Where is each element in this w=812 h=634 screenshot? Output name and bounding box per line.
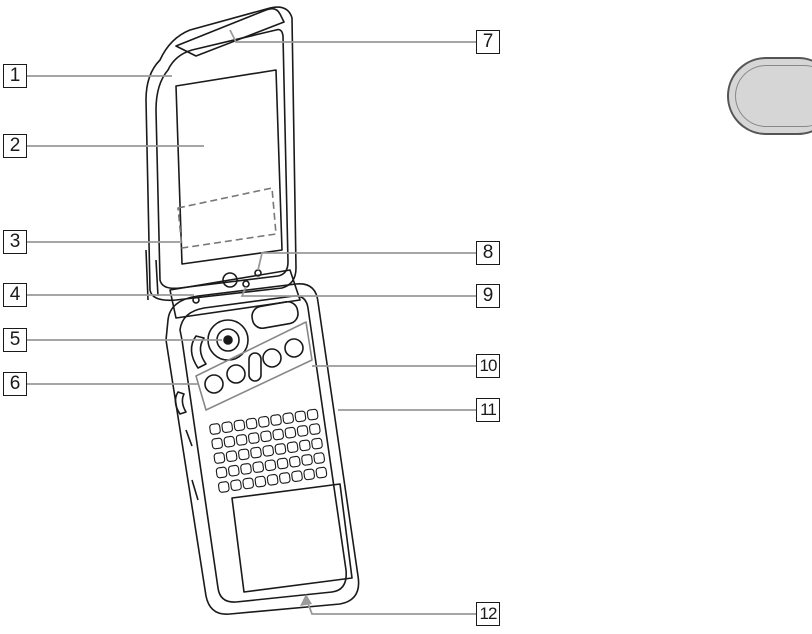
keyboard xyxy=(209,409,327,493)
keyboard-key xyxy=(248,432,259,443)
lcd-screen xyxy=(176,70,282,264)
speaker-grille xyxy=(250,300,299,330)
callout-3: 3 xyxy=(3,230,27,254)
keyboard-key xyxy=(307,409,318,420)
keyboard-key xyxy=(212,438,223,449)
keyboard-key xyxy=(224,436,235,447)
keyboard-key xyxy=(267,474,278,485)
keyboard-key xyxy=(275,443,286,454)
callout-9: 9 xyxy=(476,284,500,308)
callout-4: 4 xyxy=(3,283,27,307)
keyboard-key xyxy=(214,452,225,463)
func-button-1 xyxy=(205,375,223,393)
keyboard-key xyxy=(260,431,271,442)
keyboard-key xyxy=(209,423,220,434)
keyboard-key xyxy=(316,467,327,478)
keyboard-key xyxy=(304,469,315,480)
indicator-lamp-mid xyxy=(243,281,249,287)
keyboard-key xyxy=(283,413,294,424)
callout-lines xyxy=(27,30,476,614)
keyboard-key xyxy=(297,425,308,436)
keyboard-key xyxy=(314,452,325,463)
keyboard-key xyxy=(295,411,306,422)
section-tab-inner xyxy=(735,65,812,127)
keyboard-key xyxy=(228,465,239,476)
callout-12: 12 xyxy=(476,602,500,626)
callout-7: 7 xyxy=(476,30,500,54)
keyboard-key xyxy=(279,472,290,483)
callout-5: 5 xyxy=(3,328,27,352)
keyboard-key xyxy=(301,454,312,465)
trackpad xyxy=(232,484,352,592)
callout-10: 10 xyxy=(476,354,500,378)
keyboard-key xyxy=(270,414,281,425)
func-button-2 xyxy=(227,365,245,383)
keyboard-key xyxy=(226,451,237,462)
keyboard-key xyxy=(238,449,249,460)
leader-12 xyxy=(306,598,476,614)
keyboard-key xyxy=(299,440,310,451)
lid-body xyxy=(146,7,296,300)
base-body xyxy=(166,284,359,614)
callout-1: 1 xyxy=(3,64,27,88)
callout-8: 8 xyxy=(476,241,500,265)
keyboard-key xyxy=(230,480,241,491)
callout-2: 2 xyxy=(3,134,27,158)
lid-inner-edge xyxy=(156,30,288,289)
func-slider xyxy=(249,353,261,381)
keyboard-key xyxy=(265,460,276,471)
touch-area-outline xyxy=(178,188,276,248)
callout-6: 6 xyxy=(3,372,27,396)
keyboard-key xyxy=(285,427,296,438)
keyboard-key xyxy=(218,481,229,492)
keyboard-key xyxy=(263,445,274,456)
keyboard-key xyxy=(222,422,233,433)
keyboard-key xyxy=(258,416,269,427)
keyboard-key xyxy=(287,442,298,453)
keyboard-key xyxy=(216,467,227,478)
func-button-4 xyxy=(285,339,303,357)
keyboard-key xyxy=(234,420,245,431)
func-button-3 xyxy=(263,349,281,367)
keyboard-key xyxy=(255,476,266,487)
jog-dial-center xyxy=(224,336,232,344)
keyboard-key xyxy=(277,458,288,469)
leader-8 xyxy=(258,253,476,270)
callout-11: 11 xyxy=(476,398,500,422)
section-tab xyxy=(727,57,812,135)
keyboard-key xyxy=(240,463,251,474)
keyboard-key xyxy=(289,456,300,467)
keyboard-key xyxy=(311,438,322,449)
keyboard-key xyxy=(246,418,257,429)
keyboard-key xyxy=(243,478,254,489)
keyboard-key xyxy=(253,461,264,472)
keyboard-key xyxy=(291,471,302,482)
keyboard-key xyxy=(309,423,320,434)
button-panel xyxy=(196,322,312,410)
keyboard-key xyxy=(236,434,247,445)
keyboard-key xyxy=(273,429,284,440)
keyboard-key xyxy=(250,447,261,458)
lid-spine xyxy=(146,250,158,300)
